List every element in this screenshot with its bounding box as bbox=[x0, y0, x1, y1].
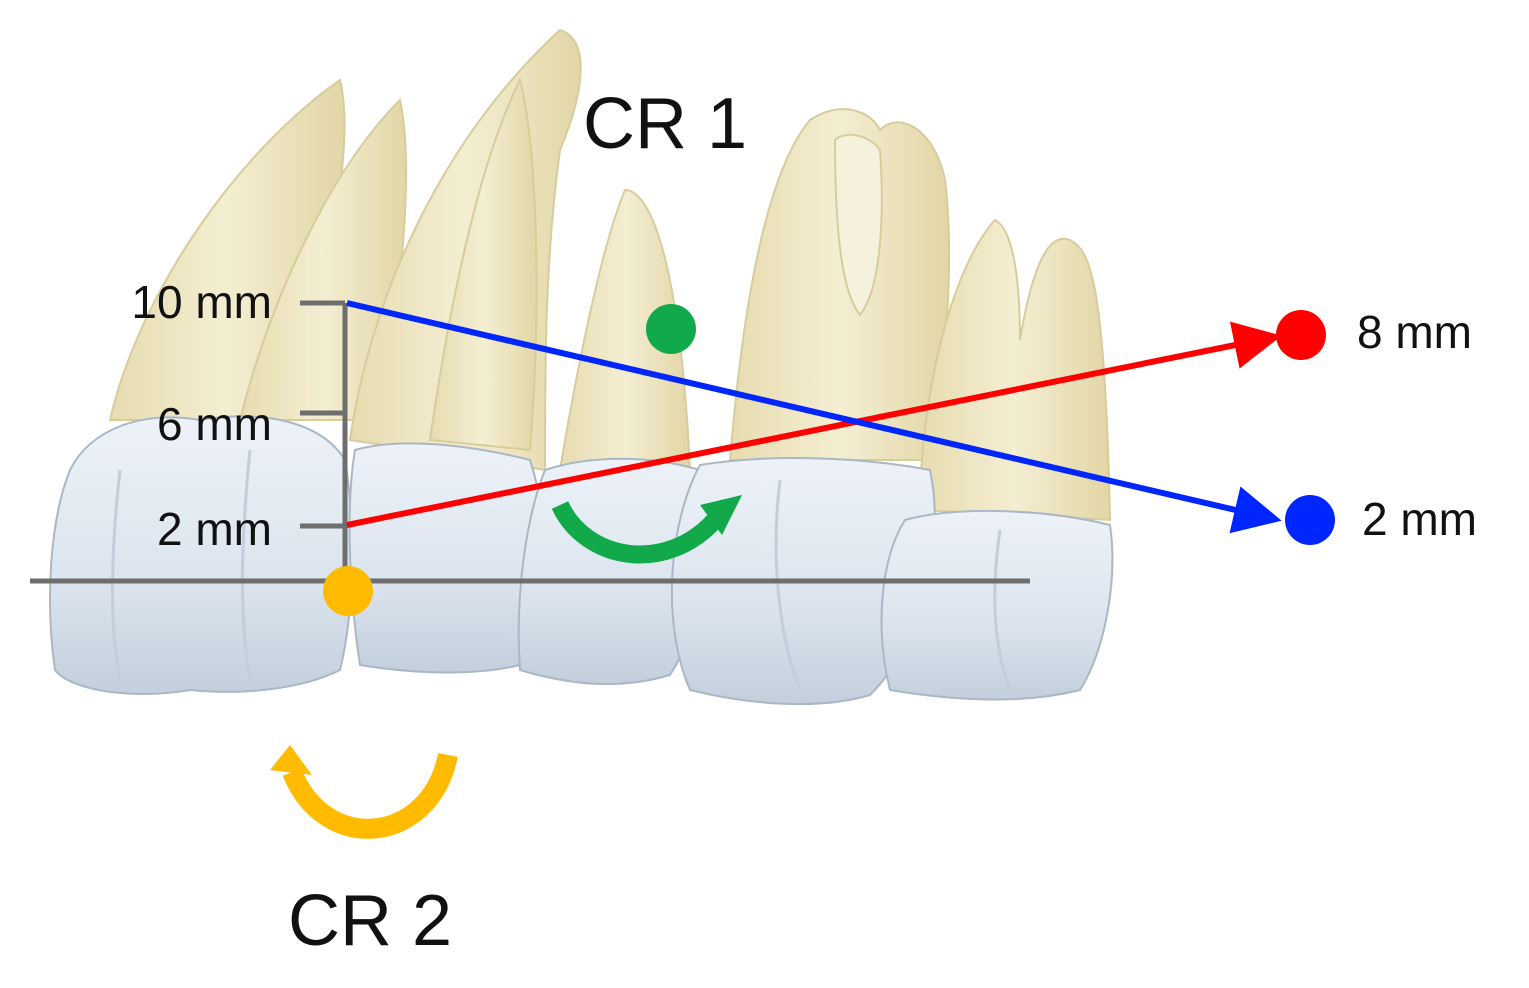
cr1-green-dot bbox=[646, 304, 696, 354]
scale-label-2mm: 2 mm bbox=[157, 503, 272, 555]
red-endpoint-dot bbox=[1276, 310, 1326, 360]
crown-molar-2 bbox=[880, 509, 1114, 701]
cr1-label: CR 1 bbox=[583, 84, 747, 164]
root-molar-1 bbox=[728, 108, 951, 461]
blue-vector-arrow bbox=[346, 300, 1282, 534]
cr2-rotation-arrow bbox=[282, 752, 458, 839]
center-of-rotation-1: CR 1 bbox=[551, 84, 747, 564]
scale-label-10mm: 10 mm bbox=[131, 276, 272, 328]
movement-vectors: 8 mm 2 mm bbox=[346, 300, 1477, 545]
cr2-label: CR 2 bbox=[288, 881, 452, 961]
blue-endpoint-label: 2 mm bbox=[1362, 493, 1477, 545]
red-vector-arrow bbox=[346, 321, 1282, 528]
crown-incisor-left bbox=[49, 415, 353, 695]
cr1-arrowhead bbox=[700, 495, 742, 535]
center-of-rotation-2: CR 2 bbox=[270, 566, 458, 961]
measurement-scale: 10 mm 6 mm 2 mm bbox=[30, 276, 1030, 590]
blue-endpoint-dot bbox=[1285, 495, 1335, 545]
crown-canine bbox=[348, 442, 545, 674]
red-endpoint-label: 8 mm bbox=[1357, 306, 1472, 358]
cr2-yellow-dot bbox=[323, 566, 373, 616]
cr2-arrowhead bbox=[270, 745, 312, 775]
root-molar-1-furcation bbox=[833, 133, 883, 317]
root-canine-2 bbox=[428, 77, 538, 452]
cr1-rotation-arrow bbox=[551, 500, 722, 564]
tooth-crowns bbox=[49, 415, 1114, 706]
teeth-illustration bbox=[49, 28, 1114, 706]
scale-label-6mm: 6 mm bbox=[157, 398, 272, 450]
